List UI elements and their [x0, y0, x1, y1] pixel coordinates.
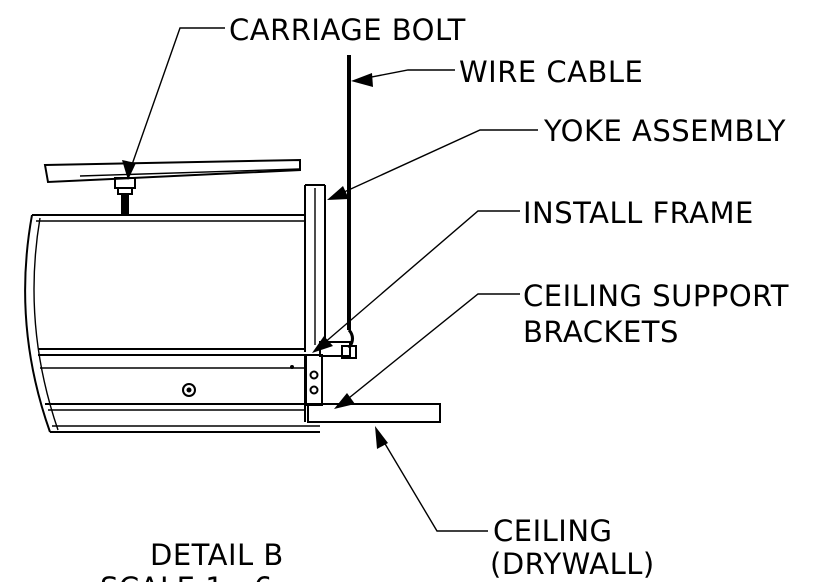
- label-yoke-assembly: YOKE ASSEMBLY: [543, 114, 786, 148]
- top-plate: [43, 158, 301, 184]
- label-install-frame: INSTALL FRAME: [523, 196, 754, 230]
- detail-title: DETAIL B: [150, 538, 284, 572]
- leader-ceiling-support: [334, 293, 520, 409]
- label-ceiling-support-line1: CEILING SUPPORT: [523, 279, 789, 313]
- label-carriage-bolt: CARRIAGE BOLT: [229, 13, 466, 47]
- wire-cable-part: [341, 55, 357, 359]
- label-ceiling-line1: CEILING: [493, 514, 613, 548]
- carriage-bolt-part: [114, 177, 136, 216]
- label-wire-cable: WIRE CABLE: [459, 55, 643, 89]
- leader-install-frame: [312, 210, 520, 353]
- fixture-body: [24, 185, 320, 433]
- leader-ceiling: [375, 426, 488, 532]
- leader-yoke-assembly: [327, 129, 538, 200]
- detail-scale: SCALE 1 : 6: [100, 571, 273, 582]
- label-ceiling-support-line2: BRACKETS: [523, 315, 679, 349]
- ceiling-drywall: [304, 403, 441, 423]
- label-ceiling-line2: (DRYWALL): [490, 547, 655, 581]
- leader-wire-cable: [351, 69, 455, 87]
- yoke-frame: [305, 184, 351, 406]
- leader-carriage-bolt: [122, 27, 225, 180]
